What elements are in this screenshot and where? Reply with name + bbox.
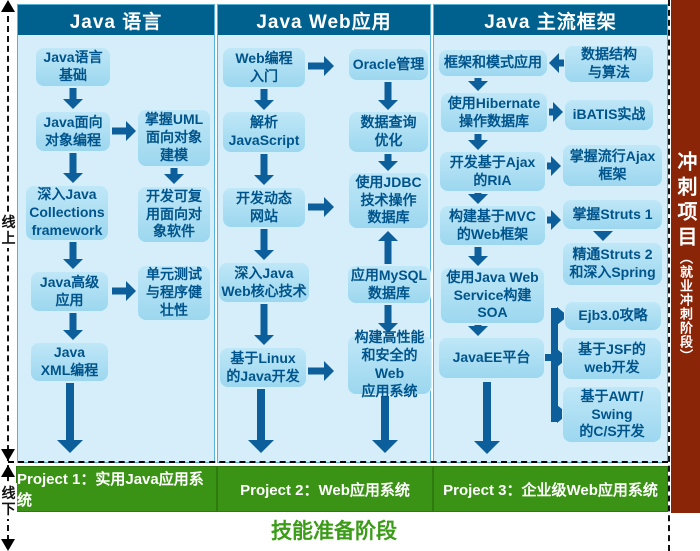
flow-box: 使用Java Web Service构建 SOA [440,267,545,324]
flow-box: Ejb3.0攻略 [564,301,662,331]
flow-box: 构建基于MVC 的Web框架 [439,205,546,246]
flow-box: 开发基于Ajax 的RIA [439,151,546,192]
flow-box: 基于AWT/ Swing 的C/S开发 [562,386,662,443]
project-bar-3: Project 3：企业级Web应用系统 [433,466,668,512]
arrow-down-icon [254,154,274,185]
flow-box: 开发动态 网站 [222,187,306,228]
project-bar-1: Project 1：实用Java应用系统 [16,466,217,512]
rail-label-offline: 线下 [0,483,17,520]
flow-box: Java高级 应用 [30,271,109,312]
arrow-down-icon [468,134,488,150]
sprint-title: 冲刺项目 [674,150,696,251]
arrow-down-icon [63,88,83,109]
arrow-down-icon [248,389,274,453]
arrow-down-icon [164,168,184,184]
arrow-up-icon [378,231,398,264]
arrow-down-icon [372,396,398,453]
arrow-down-icon [254,89,274,110]
arrow-down-icon [474,382,500,454]
arrow-down-icon [468,325,488,336]
arrow-down-icon [63,153,83,183]
arrow-up-icon [1,465,15,477]
flow-box: Java面向 对象编程 [35,111,111,152]
column-header: Java 主流框架 [434,5,667,35]
arrow-down-icon [378,82,398,110]
arrow-down-icon [254,304,274,345]
arrow-down-icon [254,229,274,260]
flow-box: 框架和模式应用 [438,49,548,77]
flow-box: Oracle管理 [348,48,429,81]
arrow-down-icon [63,313,83,340]
arrow-right-icon [308,56,334,76]
arrow-right-icon [112,281,136,301]
flow-box: 使用Hibernate 操作数据库 [440,92,548,133]
flow-box: 深入Java Collections framework [25,185,109,241]
project-bar-2: Project 2：Web应用系统 [217,466,433,512]
flow-box: 掌握Struts 1 [562,199,663,230]
flow-box: 使用JDBC 技术操作 数据库 [348,172,429,229]
arrow-down-icon [57,383,83,453]
branch-connector [551,308,558,422]
flow-box: 数据结构 与算法 [564,45,654,83]
flow-box: 精通Struts 2 和深入Spring [562,242,663,286]
arrow-up-icon [1,0,15,12]
flow-box: 解析 JavaScript [222,111,306,153]
arrow-right-icon [547,156,561,176]
flow-box: 构建高性能 和安全的Web 应用系统 [347,329,432,399]
arrow-right-icon [557,307,568,325]
online-offline-divider [8,461,668,463]
flow-box: 数据查询 优化 [348,111,429,153]
flow-box: Java语言 基础 [35,47,111,87]
arrow-right-icon [112,121,136,141]
flow-box: 掌握流行Ajax 框架 [562,144,663,187]
flow-box: iBATIS实战 [564,99,654,131]
flow-box: Web编程 入门 [222,47,306,88]
flow-box: 应用MySQL 数据库 [347,265,431,304]
flow-box: JavaEE平台 [438,337,545,379]
flow-box: 深入Java Web核心技术 [218,262,310,303]
arrow-down-icon [63,242,83,269]
arrow-down-icon [1,539,15,551]
flow-box: 基于Linux 的Java开发 [219,347,307,388]
rail-label-online: 线上 [0,212,17,249]
flow-box: 单元测试 与程序健 壮性 [137,265,211,321]
column-header: Java Web应用 [218,5,430,35]
flow-box: Java XML编程 [30,342,109,382]
arrow-right-icon [308,361,334,381]
arrow-down-icon [378,154,398,171]
flow-box: 基于JSF的 web开发 [562,337,662,380]
arrow-down-icon [468,247,488,266]
left-dashed-rail [7,6,9,541]
arrow-down-icon [468,193,488,204]
arrow-left-icon [549,53,564,73]
branch-connector [545,354,555,361]
skills-phase-caption: 技能准备阶段 [271,520,397,543]
arrow-down-icon [1,449,15,461]
flow-box: 掌握UML 面向对象 建模 [137,109,211,167]
right-dashed-rail [668,0,670,551]
column-header: Java 语言 [18,5,214,35]
arrow-down-icon [468,78,488,91]
arrow-down-icon [593,231,613,241]
arrow-right-icon [547,210,561,230]
sprint-subtitle: （就业冲刺阶段） [678,250,693,363]
sprint-phase-text: 冲刺项目（就业冲刺阶段） [671,151,700,363]
arrow-right-icon [308,197,334,217]
flow-box: 开发可复 用面向对 象软件 [137,186,211,243]
arrow-right-icon [549,102,563,122]
sprint-phase-bar: 冲刺项目（就业冲刺阶段） [671,0,700,513]
